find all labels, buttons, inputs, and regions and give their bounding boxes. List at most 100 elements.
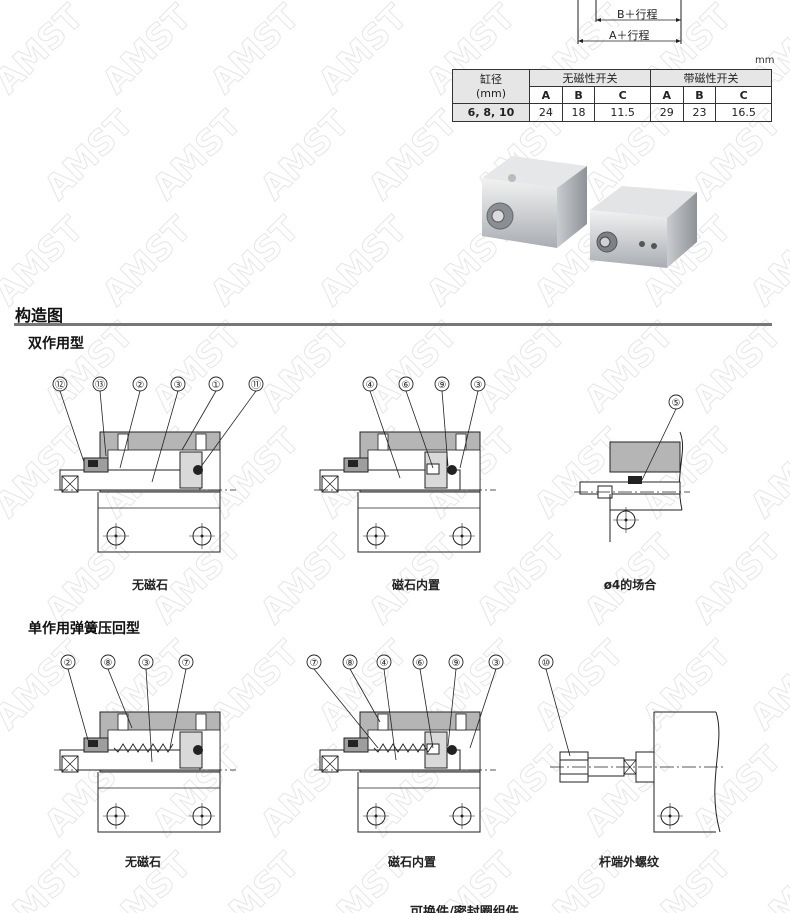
rod-seal (348, 460, 358, 467)
subsection-double-acting: 双作用型 (28, 336, 84, 352)
callout-circle (248, 376, 264, 392)
magnet (426, 463, 440, 475)
section-divider (14, 323, 772, 326)
callout-number: ① (212, 380, 221, 391)
dimension-lines (577, 0, 682, 44)
leader-line (641, 408, 677, 481)
spec-table: 缸径 (mm) 无磁性开关 带磁性开关 A B C A B C 6, 8, 10… (452, 69, 773, 122)
callout-circle (412, 654, 428, 670)
callout-number: ③ (492, 658, 501, 669)
watermark-text: AMST (743, 845, 790, 913)
callout-circle (376, 654, 392, 670)
cylinder-outline (653, 711, 716, 833)
watermark-text: AMST (95, 209, 200, 314)
leader-line (313, 668, 379, 749)
watermark-text: AMST (253, 103, 358, 208)
break-line (714, 711, 721, 833)
callout-number: ③ (142, 658, 151, 669)
body-outline (609, 494, 682, 542)
hole-center (200, 534, 204, 538)
callout-circle (132, 376, 148, 392)
leader-line (405, 390, 434, 469)
leader-line (383, 668, 397, 761)
callout-number: ⑨ (452, 658, 461, 669)
callout-number: ⑨ (438, 380, 447, 391)
drawing-bore4: ⑤ (574, 394, 690, 542)
caption-male-thread: 杆端外螺纹 (598, 855, 659, 869)
watermark-text: AMST (95, 0, 200, 102)
return-spring (373, 743, 434, 753)
watermark-text: AMST (37, 103, 142, 208)
callout-number: ⑥ (402, 380, 411, 391)
port (117, 713, 129, 731)
leader-line (107, 668, 133, 729)
hole-center (668, 814, 672, 818)
port (377, 713, 389, 731)
leader-line (441, 390, 449, 467)
body-outline (97, 772, 221, 833)
callout-circle (100, 654, 116, 670)
col-header: C (715, 86, 772, 104)
magnet (426, 743, 440, 755)
drawing-male-thread: ⑩ (538, 654, 726, 833)
hatch (61, 755, 79, 773)
callout-circle (398, 376, 414, 392)
rod-seal (88, 740, 98, 747)
callout-circle (448, 654, 464, 670)
callout-circle (52, 376, 68, 392)
callout-number: ⑩ (542, 658, 551, 669)
callout-number: ② (136, 380, 145, 391)
col-header: A (529, 86, 563, 104)
table-cell: 18 (561, 103, 596, 122)
leader-line (145, 668, 153, 763)
break-line (678, 431, 684, 511)
watermark-text: AMST (203, 845, 308, 913)
callout-circle (60, 654, 76, 670)
watermark-text: AMST (743, 421, 790, 526)
table-cell: 23 (682, 103, 717, 122)
watermark-text: AMST (203, 0, 308, 102)
callout-number: ⑤ (672, 398, 681, 409)
seal (628, 476, 642, 484)
rod-seal (88, 460, 98, 467)
callout-circle (362, 376, 378, 392)
leader-line (369, 390, 401, 479)
table-unit: mm (755, 55, 775, 66)
leader-line (349, 668, 381, 723)
piston-seal (447, 465, 457, 475)
caption-single-magnet: 磁石内置 (387, 855, 436, 869)
hole-center (200, 814, 204, 818)
leader-line (545, 668, 571, 757)
piston-rod (59, 749, 201, 771)
callout-number: ⑧ (104, 658, 113, 669)
callout-number: ④ (366, 380, 375, 391)
table-cell: 29 (649, 103, 684, 122)
port (195, 713, 207, 731)
callout-circle (434, 376, 450, 392)
hole-center (460, 534, 464, 538)
hole-center (374, 814, 378, 818)
callout-circle (208, 376, 224, 392)
callout-number: ⑦ (182, 658, 191, 669)
watermark-text: AMST (311, 209, 416, 314)
watermark-text: AMST (685, 527, 790, 632)
callout-number: ④ (380, 658, 389, 669)
leader-line (447, 668, 457, 747)
callout-circle (342, 654, 358, 670)
port (455, 713, 467, 731)
caption-double-no-magnet: 无磁石 (131, 578, 168, 592)
table-cell: 11.5 (594, 103, 651, 122)
leader-line (181, 390, 217, 451)
bore-cell: 6, 8, 10 (452, 103, 530, 122)
caption-bore4: ø4的场合 (603, 578, 657, 592)
table-cell: 16.5 (715, 103, 772, 122)
callout-circle (178, 654, 194, 670)
callout-circle (488, 654, 504, 670)
leader-line (419, 668, 434, 749)
callout-number: ⑪ (251, 379, 261, 391)
col-header: B (561, 86, 596, 104)
watermark-text: AMST (361, 103, 466, 208)
callout-number: ⑥ (416, 658, 425, 669)
